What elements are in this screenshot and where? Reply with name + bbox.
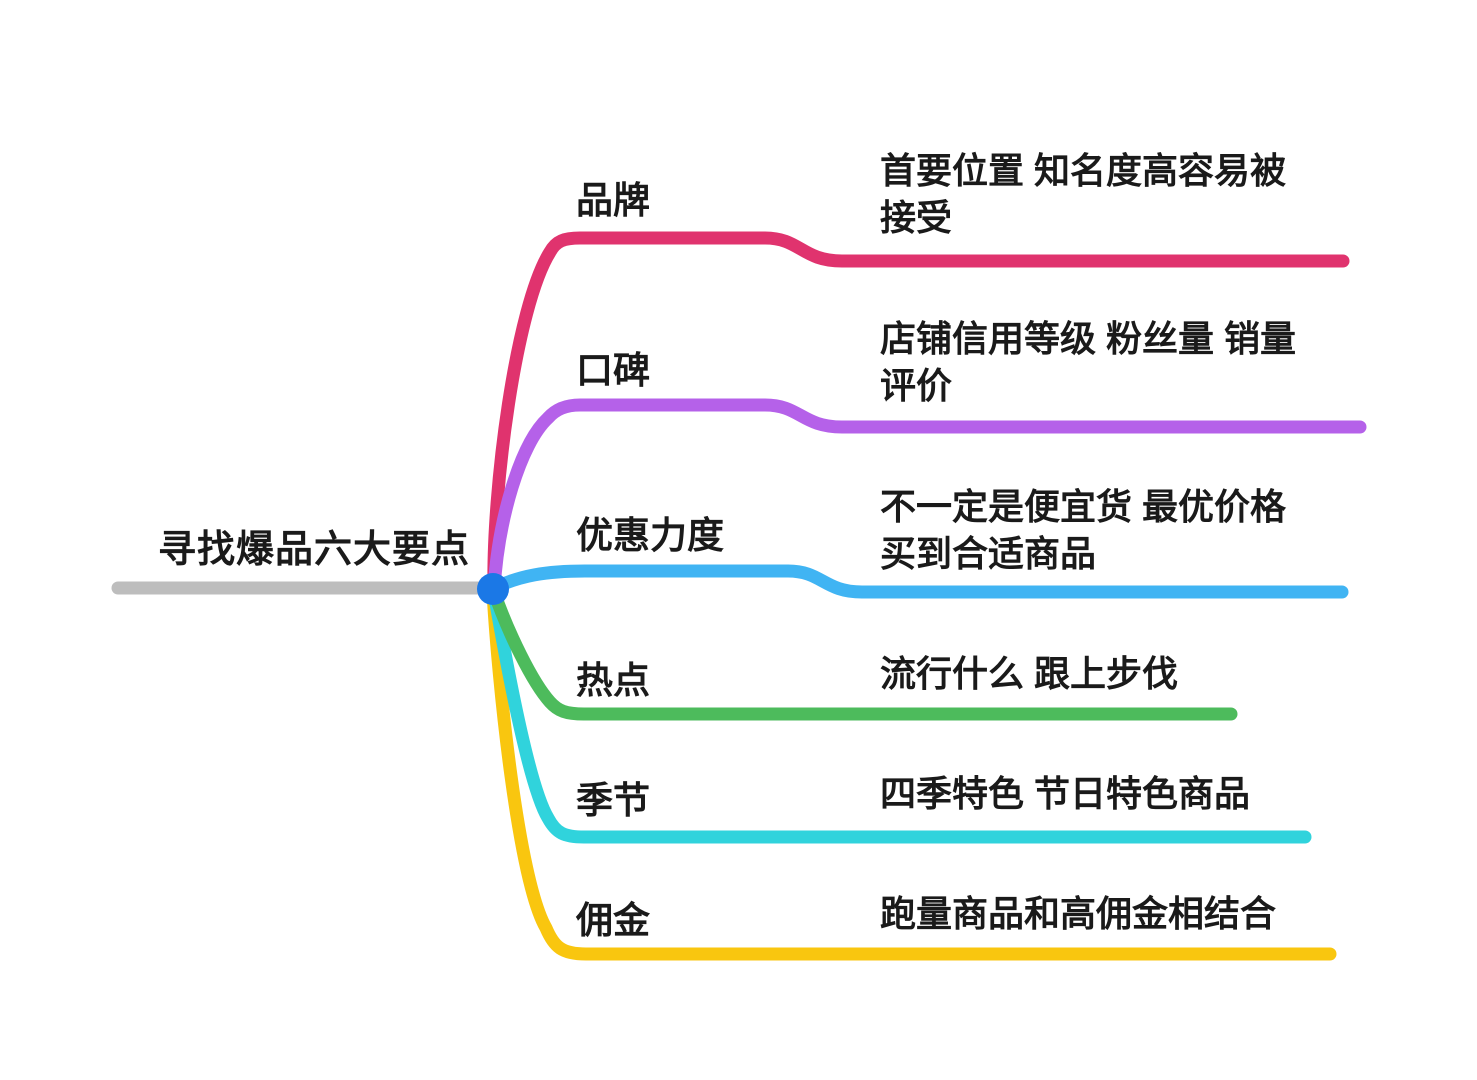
- branch-line-season: [487, 585, 1312, 844]
- branch-label-brand[interactable]: 品牌: [576, 180, 650, 221]
- branch-line-reputation: [487, 398, 1367, 597]
- branch-desc-trend[interactable]: 流行什么 跟上步伐: [880, 650, 1178, 697]
- branch-desc-season-line1: 四季特色 节日特色商品: [880, 773, 1251, 814]
- branch-desc-season[interactable]: 四季特色 节日特色商品: [880, 770, 1250, 817]
- branch-desc-trend-line1: 流行什么 跟上步伐: [880, 653, 1179, 694]
- branch-desc-commission-line1: 跑量商品和高佣金相结合: [880, 893, 1277, 934]
- branch-desc-discount[interactable]: 不一定是便宜货 最优价格 买到合适商品: [880, 483, 1286, 577]
- hub-node[interactable]: [477, 573, 509, 605]
- root-topic[interactable]: 寻找爆品六大要点: [158, 529, 471, 571]
- branch-desc-brand-line2: 接受: [880, 197, 953, 238]
- branch-label-reputation[interactable]: 口碑: [576, 350, 650, 391]
- branch-desc-reputation-line2: 评价: [880, 365, 953, 406]
- branch-label-discount[interactable]: 优惠力度: [576, 515, 724, 556]
- branch-line-discount: [489, 564, 1349, 599]
- branch-label-trend[interactable]: 热点: [576, 660, 650, 701]
- branch-desc-discount-line2: 买到合适商品: [880, 533, 1097, 574]
- branch-desc-reputation[interactable]: 店铺信用等级 粉丝量 销量 评价: [880, 315, 1296, 409]
- branch-desc-discount-line1: 不一定是便宜货 最优价格: [880, 486, 1287, 527]
- branch-desc-reputation-line1: 店铺信用等级 粉丝量 销量: [880, 318, 1297, 359]
- branch-desc-commission[interactable]: 跑量商品和高佣金相结合: [880, 890, 1276, 937]
- branch-desc-brand-line1: 首要位置 知名度高容易被: [880, 150, 1287, 191]
- branch-label-commission[interactable]: 佣金: [576, 900, 650, 941]
- branch-line-commission: [486, 585, 1337, 961]
- branch-line-brand: [487, 231, 1350, 597]
- branch-label-season[interactable]: 季节: [576, 780, 650, 821]
- branch-desc-brand[interactable]: 首要位置 知名度高容易被 接受: [880, 147, 1286, 241]
- branch-line-trend: [487, 585, 1238, 721]
